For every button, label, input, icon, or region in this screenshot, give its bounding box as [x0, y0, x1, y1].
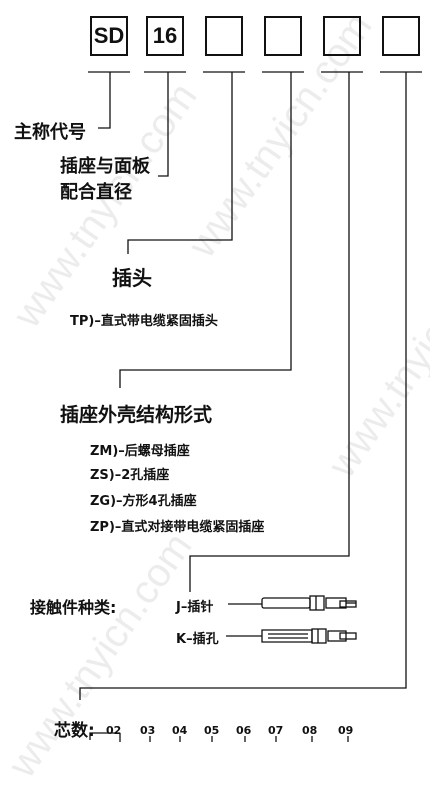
code-box-cores: [382, 16, 420, 56]
contact-socket-label: K–插孔: [176, 632, 219, 647]
code-box-contact: [323, 16, 361, 56]
code-box-housing: [264, 16, 302, 56]
contact-pin-label: J–插针: [176, 600, 214, 615]
socket-panel-label-line2: 配合直径: [60, 182, 132, 203]
leader-lines: [79, 71, 422, 742]
plug-desc: TP)–直式带电缆紧固插头: [70, 314, 218, 329]
core-title: 芯数:: [54, 721, 95, 741]
core-count-02: 02: [106, 724, 122, 737]
core-count-07: 07: [268, 724, 284, 737]
code-box-diameter: 16: [146, 16, 184, 56]
core-count-05: 05: [204, 724, 220, 737]
housing-option-zg: ZG)–方形4孔插座: [90, 494, 197, 509]
core-count-04: 04: [172, 724, 188, 737]
socket-panel-label-line1: 插座与面板: [60, 156, 150, 177]
core-count-08: 08: [302, 724, 318, 737]
plug-title: 插头: [112, 266, 152, 290]
housing-title: 插座外壳结构形式: [60, 404, 213, 426]
code-box-main: SD: [90, 16, 128, 56]
main-code-label: 主称代号: [14, 122, 86, 143]
housing-option-zs: ZS)–2孔插座: [90, 468, 170, 483]
core-count-03: 03: [140, 724, 156, 737]
core-count-09: 09: [338, 724, 354, 737]
contact-title: 接触件种类:: [30, 598, 117, 617]
code-box-plug: [205, 16, 243, 56]
housing-option-zp: ZP)–直式对接带电缆紧固插座: [90, 520, 265, 535]
housing-option-zm: ZM)–后螺母插座: [90, 444, 190, 459]
core-count-06: 06: [236, 724, 252, 737]
